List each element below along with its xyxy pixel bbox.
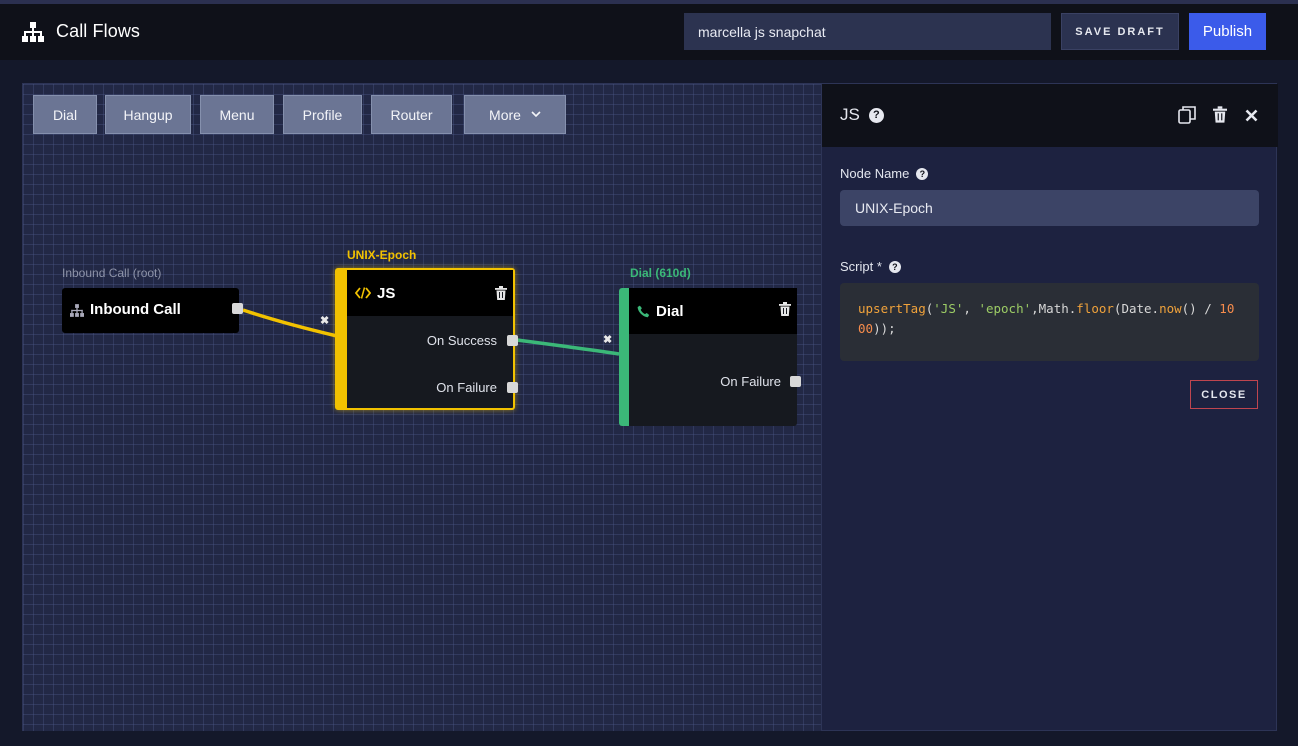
delete-connector-icon[interactable]: ✖ — [320, 315, 330, 327]
js-node[interactable]: JS On Success On Failure — [335, 268, 518, 410]
js-node-caption: UNIX-Epoch — [347, 248, 417, 262]
top-strip — [0, 0, 1298, 4]
palette-menu-button[interactable]: Menu — [200, 95, 274, 134]
palette-profile-button[interactable]: Profile — [283, 95, 362, 134]
dial-node-caption: Dial (610d) — [630, 266, 691, 280]
js-port-label-success: On Success — [426, 333, 497, 348]
trash-icon[interactable] — [1213, 106, 1227, 123]
script-editor[interactable]: upsertTag('JS', 'epoch',Math.floor(Date.… — [840, 283, 1259, 361]
help-icon[interactable]: ? — [868, 107, 884, 123]
panel-title-text: JS — [840, 105, 860, 124]
js-node-header: JS — [347, 270, 513, 316]
palette-more-button[interactable]: More — [464, 95, 566, 134]
node-name-input[interactable] — [840, 190, 1259, 226]
js-success-port[interactable] — [507, 335, 518, 346]
inbound-node-caption: Inbound Call (root) — [62, 266, 162, 280]
inbound-output-port[interactable] — [232, 303, 243, 314]
phone-icon — [637, 305, 650, 317]
dial-node-header: Dial — [629, 288, 797, 334]
connectors-layer — [242, 308, 620, 356]
dial-node[interactable]: Dial On Failure — [619, 288, 801, 426]
publish-button[interactable]: Publish — [1189, 13, 1266, 50]
sitemap-icon — [22, 21, 44, 42]
dial-node-accent — [619, 288, 629, 426]
flow-canvas[interactable]: Dial Hangup Menu Profile Router More ✖ ✖… — [22, 83, 821, 731]
js-port-label-failure: On Failure — [436, 380, 497, 395]
copy-icon[interactable] — [1178, 106, 1196, 124]
app-header: Call Flows SAVE DRAFT Publish — [0, 4, 1298, 60]
trash-icon[interactable] — [779, 302, 791, 316]
close-icon[interactable] — [1245, 109, 1258, 122]
page-title: Call Flows — [56, 21, 141, 41]
dial-failure-port[interactable] — [790, 376, 801, 387]
palette-hangup-button[interactable]: Hangup — [105, 95, 191, 134]
palette-dial-button[interactable]: Dial — [33, 95, 97, 134]
trash-icon[interactable] — [495, 286, 507, 300]
dial-node-title: Dial — [656, 302, 684, 320]
inbound-node-title: Inbound Call — [90, 301, 181, 318]
inbound-call-node[interactable]: Inbound Call — [62, 288, 243, 333]
chevron-down-icon — [531, 111, 541, 118]
panel-title: JS ? — [840, 105, 884, 125]
help-icon[interactable]: ? — [888, 260, 901, 273]
node-settings-panel: JS ? Node Name ? Script * ? upsertTag('J… — [821, 83, 1278, 731]
js-failure-port[interactable] — [507, 382, 518, 393]
dial-port-label-failure: On Failure — [720, 374, 781, 389]
close-button[interactable]: CLOSE — [1190, 380, 1258, 409]
save-draft-button[interactable]: SAVE DRAFT — [1061, 13, 1179, 50]
palette-router-button[interactable]: Router — [371, 95, 452, 134]
delete-connector-icon[interactable]: ✖ — [603, 334, 613, 346]
flow-name-input[interactable] — [684, 13, 1051, 50]
code-icon — [355, 287, 371, 299]
more-label: More — [489, 106, 521, 123]
connector-js-to-dial — [516, 338, 620, 356]
node-name-label: Node Name ? — [840, 166, 929, 181]
script-label-text: Script * — [840, 259, 882, 274]
js-node-title: JS — [377, 284, 396, 302]
connector-inbound-to-js — [242, 308, 338, 338]
js-node-accent — [337, 270, 347, 408]
sitemap-icon — [70, 304, 84, 317]
script-label: Script * ? — [840, 259, 901, 274]
brand: Call Flows — [22, 21, 140, 42]
help-icon[interactable]: ? — [916, 167, 929, 180]
node-name-label-text: Node Name — [840, 166, 910, 181]
panel-header: JS ? — [822, 84, 1278, 147]
